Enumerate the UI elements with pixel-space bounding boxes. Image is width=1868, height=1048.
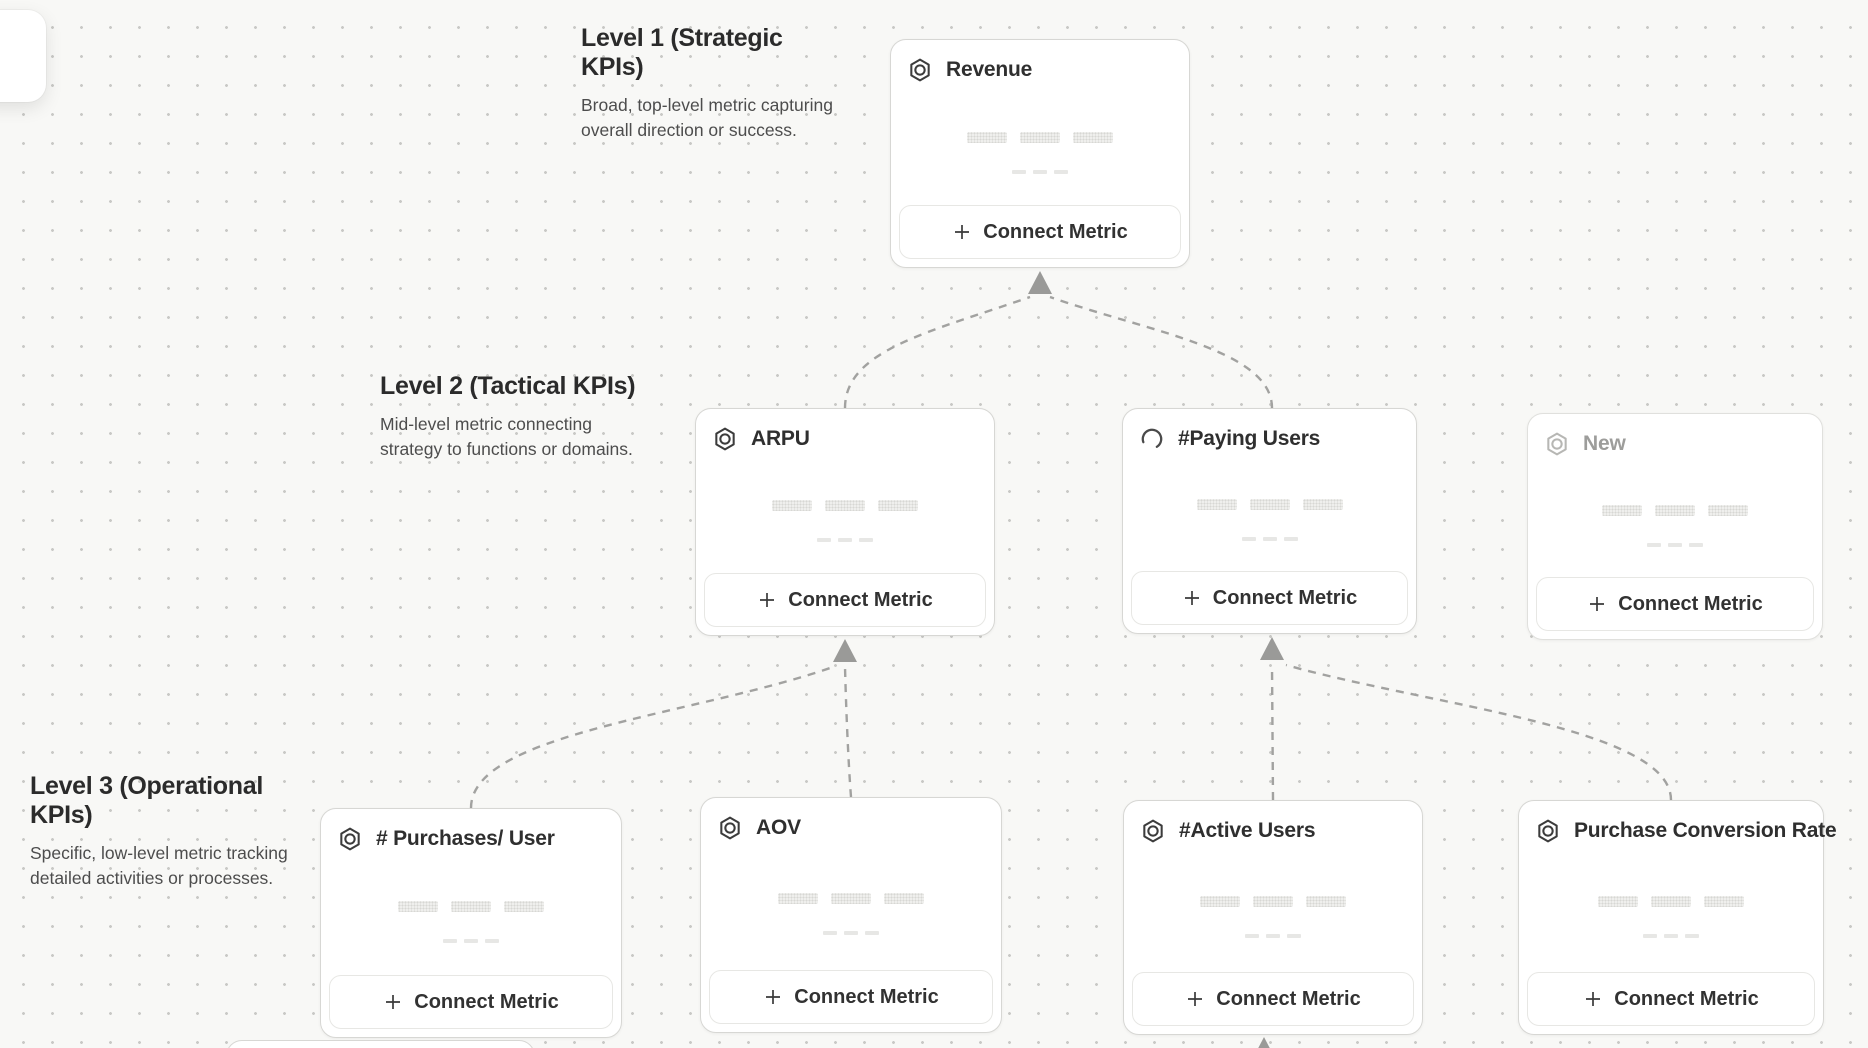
metric-placeholder (321, 873, 621, 971)
connect-metric-label: Connect Metric (788, 588, 933, 611)
card-header: # Purchases/ User (321, 809, 621, 852)
card-title: ARPU (751, 427, 810, 450)
plus-icon (1184, 591, 1199, 605)
kpi-card-active-users[interactable]: #Active Users Connect Metric (1123, 800, 1423, 1035)
level-1-description: Broad, top-level metric capturing overal… (581, 95, 833, 140)
card-title: New (1583, 432, 1626, 455)
loading-spinner-icon (1139, 426, 1165, 452)
metric-hexagon-icon (717, 815, 743, 841)
plus-icon (760, 593, 775, 607)
card-title: #Active Users (1179, 819, 1316, 842)
level-2-label: Level 2 (Tactical KPIs) Mid-level metric… (380, 372, 645, 462)
metric-placeholder (891, 104, 1189, 201)
connect-metric-label: Connect Metric (983, 220, 1128, 243)
kpi-card-aov[interactable]: AOV Connect Metric (700, 797, 1002, 1033)
kpi-card-paying-users[interactable]: #Paying Users Connect Metric (1122, 408, 1417, 634)
arrowhead-into-active-users (1258, 1037, 1270, 1048)
cursor-tool-icon (0, 45, 2, 67)
connect-metric-button[interactable]: Connect Metric (709, 970, 993, 1024)
edge-paying-users-to-revenue (1049, 295, 1274, 409)
arrowhead-into-revenue (1028, 271, 1052, 294)
card-header: Purchase Conversion Rate (1519, 801, 1837, 844)
card-header: AOV (701, 798, 1001, 841)
card-header: #Active Users (1124, 801, 1422, 844)
kpi-card-purchases-per-user[interactable]: # Purchases/ User Connect Metric (320, 808, 622, 1038)
connect-metric-button[interactable]: Connect Metric (704, 573, 986, 627)
level-2-description: Mid-level metric connecting strategy to … (380, 414, 633, 459)
card-header: New (1528, 414, 1822, 457)
metric-hexagon-icon (337, 826, 363, 852)
metric-placeholder (1124, 865, 1422, 968)
edge-aov-to-arpu (843, 666, 853, 798)
connect-metric-button[interactable]: Connect Metric (1536, 577, 1814, 631)
edge-active-users-to-paying-users (1270, 664, 1275, 801)
connect-metric-label: Connect Metric (1212, 586, 1358, 609)
kpi-card-purchase-conversion-rate[interactable]: Purchase Conversion Rate Connect Metric (1518, 800, 1837, 1035)
plus-icon (1590, 597, 1605, 611)
metric-placeholder (1519, 865, 1823, 968)
connect-metric-button[interactable]: Connect Metric (1527, 972, 1815, 1026)
metric-hexagon-icon (1140, 818, 1166, 844)
metric-placeholder (1528, 478, 1822, 573)
metric-hexagon-icon (1535, 818, 1561, 844)
card-title: Revenue (946, 58, 1033, 81)
card-title: Purchase Conversion Rate (1574, 819, 1837, 842)
level-3-title: Level 3 (Operational KPIs) (30, 772, 263, 829)
connect-metric-button[interactable]: Connect Metric (1132, 972, 1414, 1026)
connect-metric-label: Connect Metric (1614, 987, 1759, 1010)
connect-metric-label: Connect Metric (1618, 592, 1763, 615)
connect-metric-label: Connect Metric (414, 990, 559, 1013)
card-title: # Purchases/ User (376, 827, 555, 850)
plus-icon (386, 995, 401, 1009)
card-header: #Paying Users (1123, 409, 1416, 452)
card-title: #Paying Users (1178, 427, 1321, 450)
arrowhead-into-arpu (833, 639, 857, 662)
level-3-label: Level 3 (Operational KPIs) Specific, low… (30, 772, 315, 891)
connect-metric-label: Connect Metric (1216, 987, 1361, 1010)
canvas-tool-button[interactable] (0, 10, 46, 102)
card-header: ARPU (696, 409, 994, 452)
kpi-card-arpu[interactable]: ARPU Connect Metric (695, 408, 995, 636)
card-header: Revenue (891, 40, 1189, 83)
plus-icon (955, 225, 970, 239)
edge-purchases-to-arpu (469, 665, 834, 809)
level-1-title: Level 1 (Strategic KPIs) (581, 24, 783, 81)
metric-hexagon-icon (907, 57, 933, 83)
level-3-description: Specific, low-level metric tracking deta… (30, 843, 288, 888)
metric-hexagon-icon (1544, 431, 1570, 457)
metric-hexagon-icon (712, 426, 738, 452)
connect-metric-button[interactable]: Connect Metric (329, 975, 613, 1029)
arrowhead-into-paying-users (1260, 637, 1284, 660)
level-2-title: Level 2 (Tactical KPIs) (380, 372, 636, 400)
edge-arpu-to-revenue (843, 295, 1031, 409)
kpi-card-revenue[interactable]: Revenue Connect Metric (890, 39, 1190, 268)
metric-placeholder (701, 862, 1001, 966)
metric-placeholder (696, 473, 994, 569)
plus-icon (766, 990, 781, 1004)
level-1-label: Level 1 (Strategic KPIs) Broad, top-leve… (581, 24, 851, 143)
metric-placeholder (1123, 473, 1416, 567)
kpi-card-partial-offscreen[interactable] (226, 1040, 535, 1048)
plus-icon (1586, 992, 1601, 1006)
plus-icon (1188, 992, 1203, 1006)
connect-metric-button[interactable]: Connect Metric (899, 205, 1181, 259)
connect-metric-label: Connect Metric (794, 985, 939, 1008)
edge-conversion-rate-to-paying-users (1285, 663, 1673, 801)
kpi-card-new[interactable]: New Connect Metric (1527, 413, 1823, 640)
connect-metric-button[interactable]: Connect Metric (1131, 571, 1408, 625)
card-title: AOV (756, 816, 801, 839)
